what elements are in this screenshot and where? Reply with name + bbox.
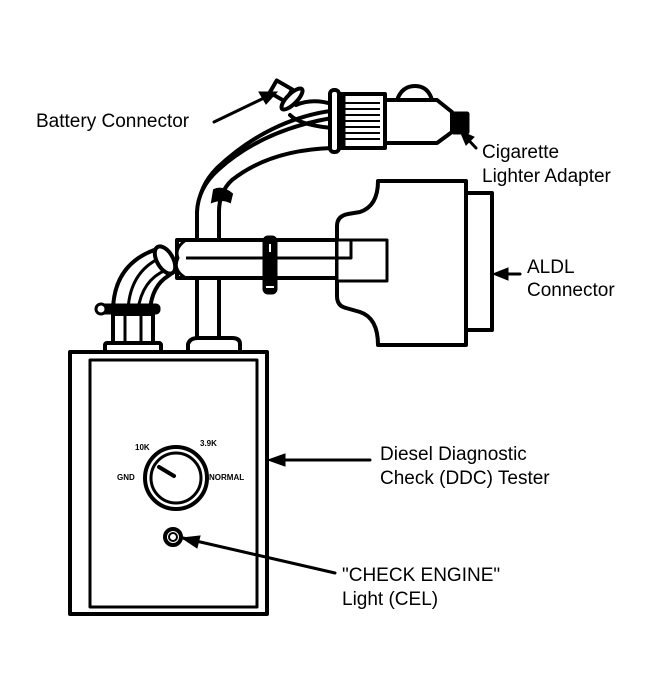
cable-boot bbox=[186, 336, 242, 354]
aldl-connector-label-line1: ALDL bbox=[527, 257, 575, 278]
dial-label-10k: 10K bbox=[135, 443, 150, 452]
knurl-lines bbox=[344, 102, 380, 140]
aldl-connector bbox=[335, 179, 494, 347]
check-engine-light bbox=[163, 527, 183, 547]
ddc-tester: GND 10K 3.9K NORMAL bbox=[68, 350, 269, 616]
mode-dial[interactable] bbox=[143, 445, 209, 511]
cigarette-lighter-label-line2: Lighter Adapter bbox=[482, 166, 612, 187]
dial-pointer bbox=[157, 465, 176, 478]
dial-label-3-9k: 3.9K bbox=[200, 439, 217, 448]
dial-label-normal: NORMAL bbox=[209, 473, 244, 482]
cigarette-lighter-adapter bbox=[328, 84, 470, 154]
aldl-cable bbox=[174, 235, 341, 295]
battery-connector-label: Battery Connector bbox=[36, 111, 190, 132]
leader-arrows bbox=[180, 91, 522, 575]
lighter-adapter-cable bbox=[195, 108, 339, 348]
battery-connector bbox=[267, 78, 334, 130]
ddc-tester-label-line2: Check (DDC) Tester bbox=[380, 468, 550, 489]
aldl-connector-label-line2: Connector bbox=[527, 280, 615, 301]
cigarette-lighter-label-line1: Cigarette bbox=[482, 142, 559, 163]
check-engine-light-label-line1: "CHECK ENGINE" bbox=[342, 565, 500, 586]
ddc-tester-label-line1: Diesel Diagnostic bbox=[380, 444, 527, 465]
check-engine-light-label-line2: Light (CEL) bbox=[342, 589, 438, 610]
bent-cable bbox=[94, 244, 178, 354]
dial-label-gnd: GND bbox=[117, 473, 135, 482]
